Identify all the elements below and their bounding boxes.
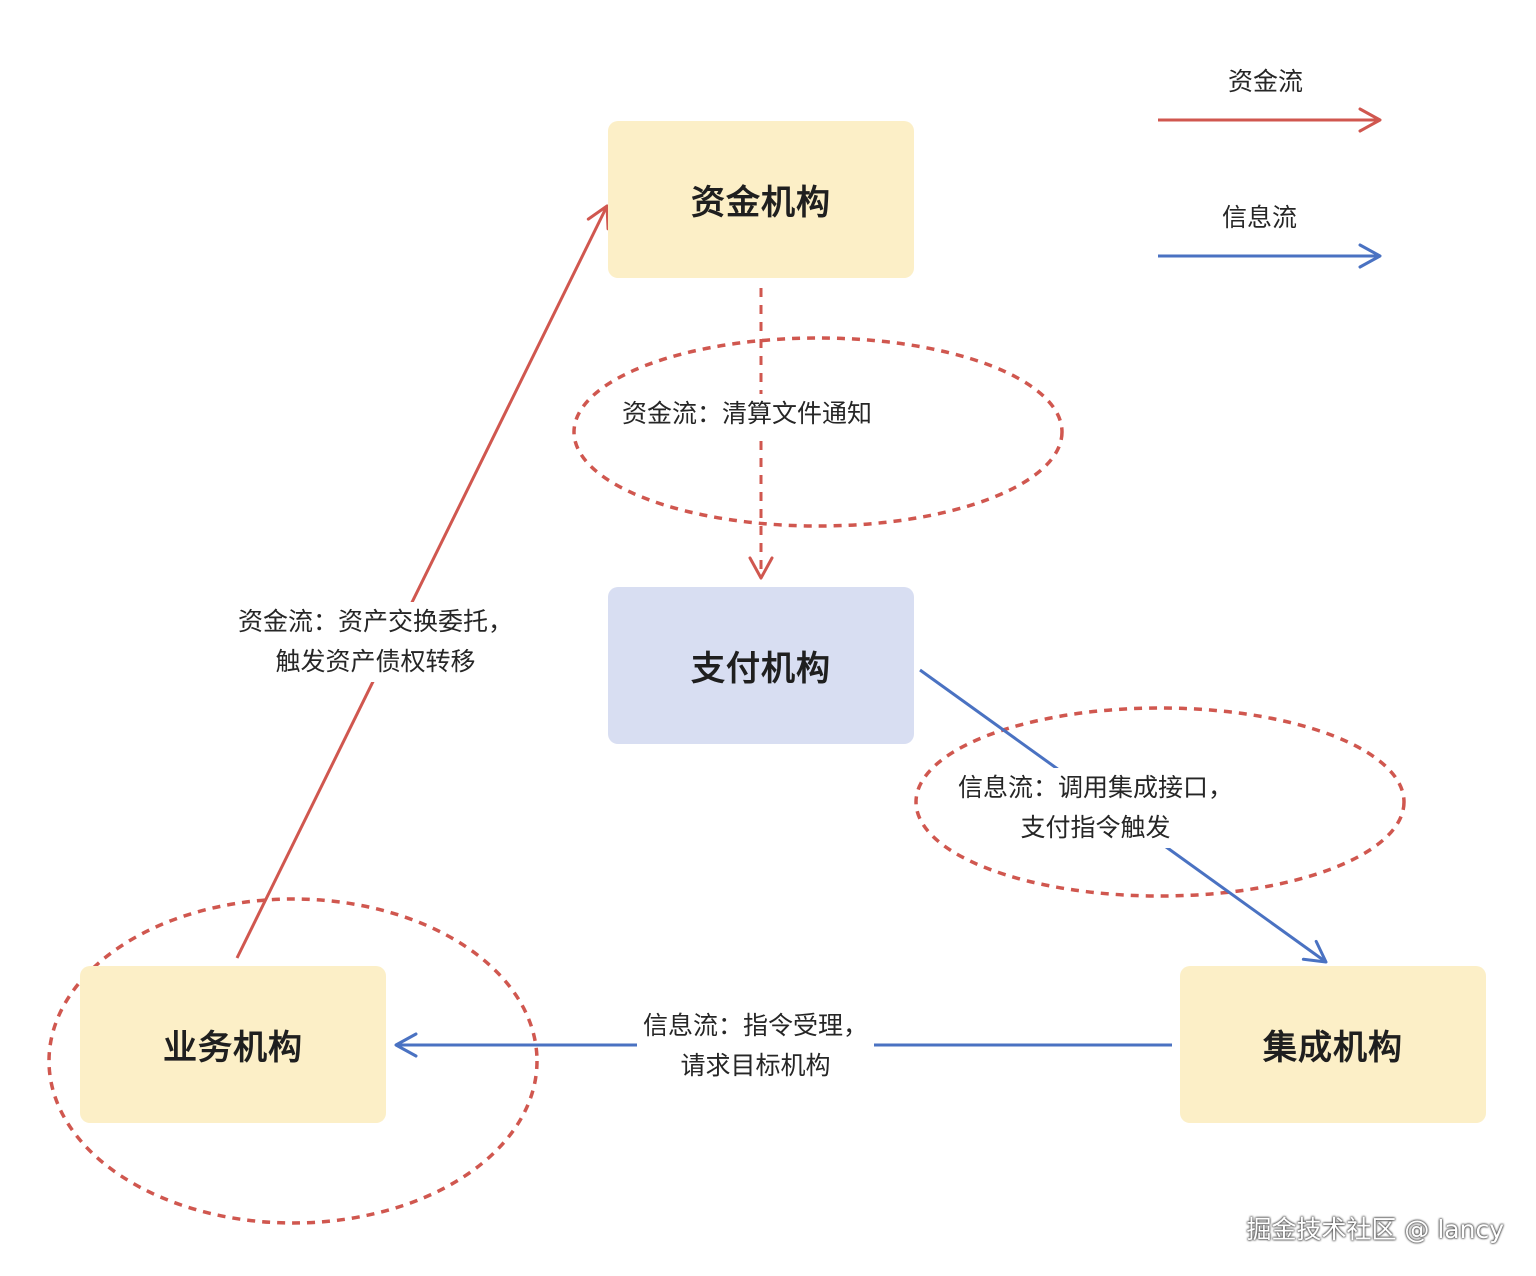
integration-call-flow-label: 信息流：调用集成接口， 支付指令触发 — [952, 768, 1240, 848]
instruction-accept-flow-label: 信息流：指令受理， 请求目标机构 — [637, 1006, 875, 1086]
watermark: 掘金技术社区 @ lancy — [1246, 1215, 1504, 1244]
fund-org-node: 资金机构 — [608, 121, 914, 278]
legend-fund-flow-label: 资金流 — [1228, 67, 1304, 96]
asset-exchange-flow-label: 资金流：资产交换委托， 触发资产债权转移 — [232, 602, 520, 682]
business-highlight-ellipse — [47, 897, 539, 1225]
integration-highlight-ellipse — [914, 706, 1406, 898]
business-org-node: 业务机构 — [80, 966, 386, 1123]
instruction-accept-flow-label-line1: 信息流：指令受理， — [643, 1011, 869, 1040]
clearing-flow-label: 资金流：清算文件通知 — [616, 394, 879, 434]
integration-org-node: 集成机构 — [1180, 966, 1486, 1123]
clearing-flow-label-line1: 资金流：清算文件通知 — [622, 399, 873, 428]
integration-call-flow-label-line2: 支付指令触发 — [1020, 813, 1171, 842]
legend-info-flow-label: 信息流 — [1222, 203, 1298, 232]
asset-exchange-flow-label-line2: 触发资产债权转移 — [275, 647, 476, 676]
instruction-accept-flow-label-line2: 请求目标机构 — [680, 1051, 831, 1080]
asset-exchange-flow-arrow — [235, 204, 610, 959]
payment-org-node: 支付机构 — [608, 587, 914, 744]
integration-call-flow-label-line1: 信息流：调用集成接口， — [958, 773, 1234, 802]
clearing-highlight-ellipse — [572, 336, 1064, 528]
asset-exchange-flow-label-line1: 资金流：资产交换委托， — [238, 607, 514, 636]
